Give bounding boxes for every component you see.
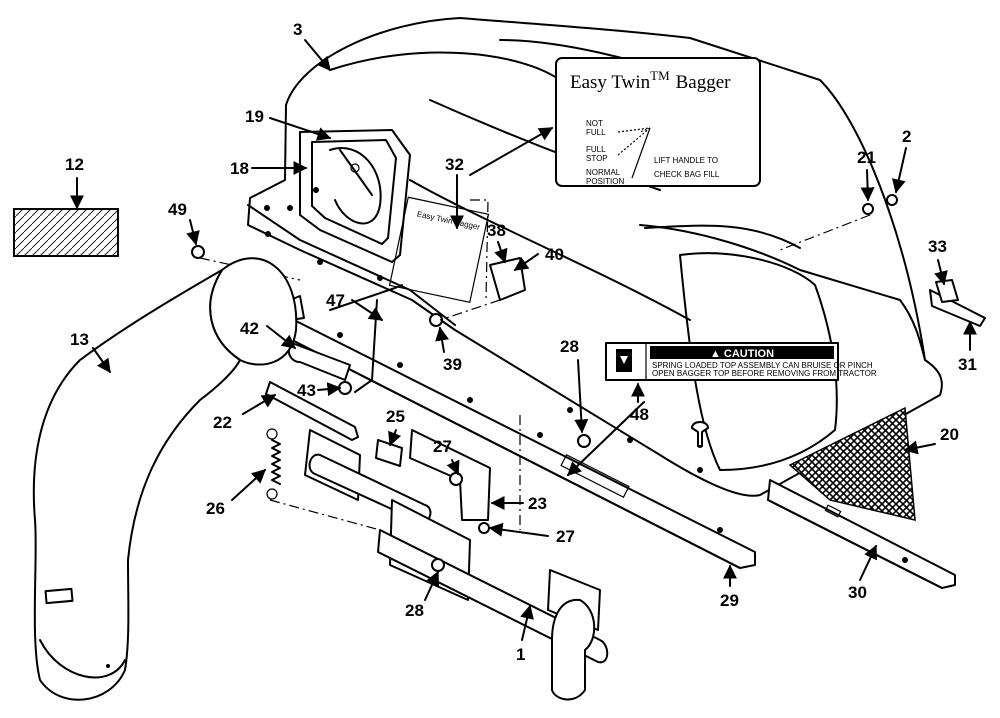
decal-level-not-full: NOT <box>586 119 603 128</box>
decal-level-full-stop: FULL <box>586 145 606 154</box>
callout-39: 39 <box>443 355 462 374</box>
callout-43: 43 <box>297 381 316 400</box>
callout-31: 31 <box>958 355 977 374</box>
svg-text:▲ CAUTION: ▲ CAUTION <box>710 348 774 360</box>
callout-33: 33 <box>928 237 947 256</box>
decal-title-end: Bagger <box>676 72 732 93</box>
callout-22: 22 <box>213 413 232 432</box>
decal-instruction-2: CHECK BAG FILL <box>654 170 720 179</box>
callout-48: 48 <box>630 405 649 424</box>
callout-labels: 3 12 18 19 49 13 42 47 43 22 25 26 27 23… <box>65 20 977 664</box>
caution-decal: ▲ CAUTION SPRING LOADED TOP ASSEMBLY CAN… <box>605 342 877 381</box>
callout-2: 2 <box>902 127 911 146</box>
decal-level-normal-2: POSITION <box>586 177 624 186</box>
decal-instruction-1: LIFT HANDLE TO <box>654 156 718 165</box>
decal-title-tm: TM <box>650 68 670 83</box>
callout-27-lower: 27 <box>556 527 575 546</box>
glass-panel <box>13 208 119 257</box>
screen-mesh <box>788 406 916 521</box>
callout-13: 13 <box>70 330 89 349</box>
decal-level-not-full-2: FULL <box>586 128 606 137</box>
discharge-chute <box>32 257 298 701</box>
callout-3: 3 <box>293 20 302 39</box>
callout-49: 49 <box>168 200 187 219</box>
callout-40: 40 <box>545 245 564 264</box>
callout-18: 18 <box>230 159 249 178</box>
callout-42: 42 <box>240 319 259 338</box>
decal-level-normal: NORMAL <box>586 168 621 177</box>
callout-20: 20 <box>940 425 959 444</box>
callout-32: 32 <box>445 155 464 174</box>
callout-21: 21 <box>857 148 876 167</box>
caution-text-2: OPEN BAGGER TOP BEFORE REMOVING FROM TRA… <box>652 369 877 378</box>
callout-38: 38 <box>487 221 506 240</box>
callout-26: 26 <box>206 499 225 518</box>
callout-30: 30 <box>848 583 867 602</box>
callout-23: 23 <box>528 494 547 513</box>
callout-27-upper: 27 <box>433 437 452 456</box>
callout-19: 19 <box>245 107 264 126</box>
callout-1: 1 <box>516 645 525 664</box>
callout-28-lower: 28 <box>405 601 424 620</box>
bagger-decal: Easy TwinTM Bagger NOT FULL FULL STOP NOR… <box>555 57 761 187</box>
decal-title-main: Easy Twin <box>570 72 651 93</box>
callout-28-upper: 28 <box>560 337 579 356</box>
decal-level-full-stop-2: STOP <box>586 154 608 163</box>
callout-47: 47 <box>326 291 345 310</box>
caution-text-1: SPRING LOADED TOP ASSEMBLY CAN BRUISE OR… <box>652 361 873 370</box>
handle-assembly <box>191 194 986 701</box>
callout-12: 12 <box>65 155 84 174</box>
callout-29: 29 <box>720 591 739 610</box>
callout-25: 25 <box>386 407 405 426</box>
caution-heading: CAUTION <box>724 348 774 360</box>
support-rail-30 <box>767 479 956 589</box>
callout-arrows <box>70 39 977 641</box>
